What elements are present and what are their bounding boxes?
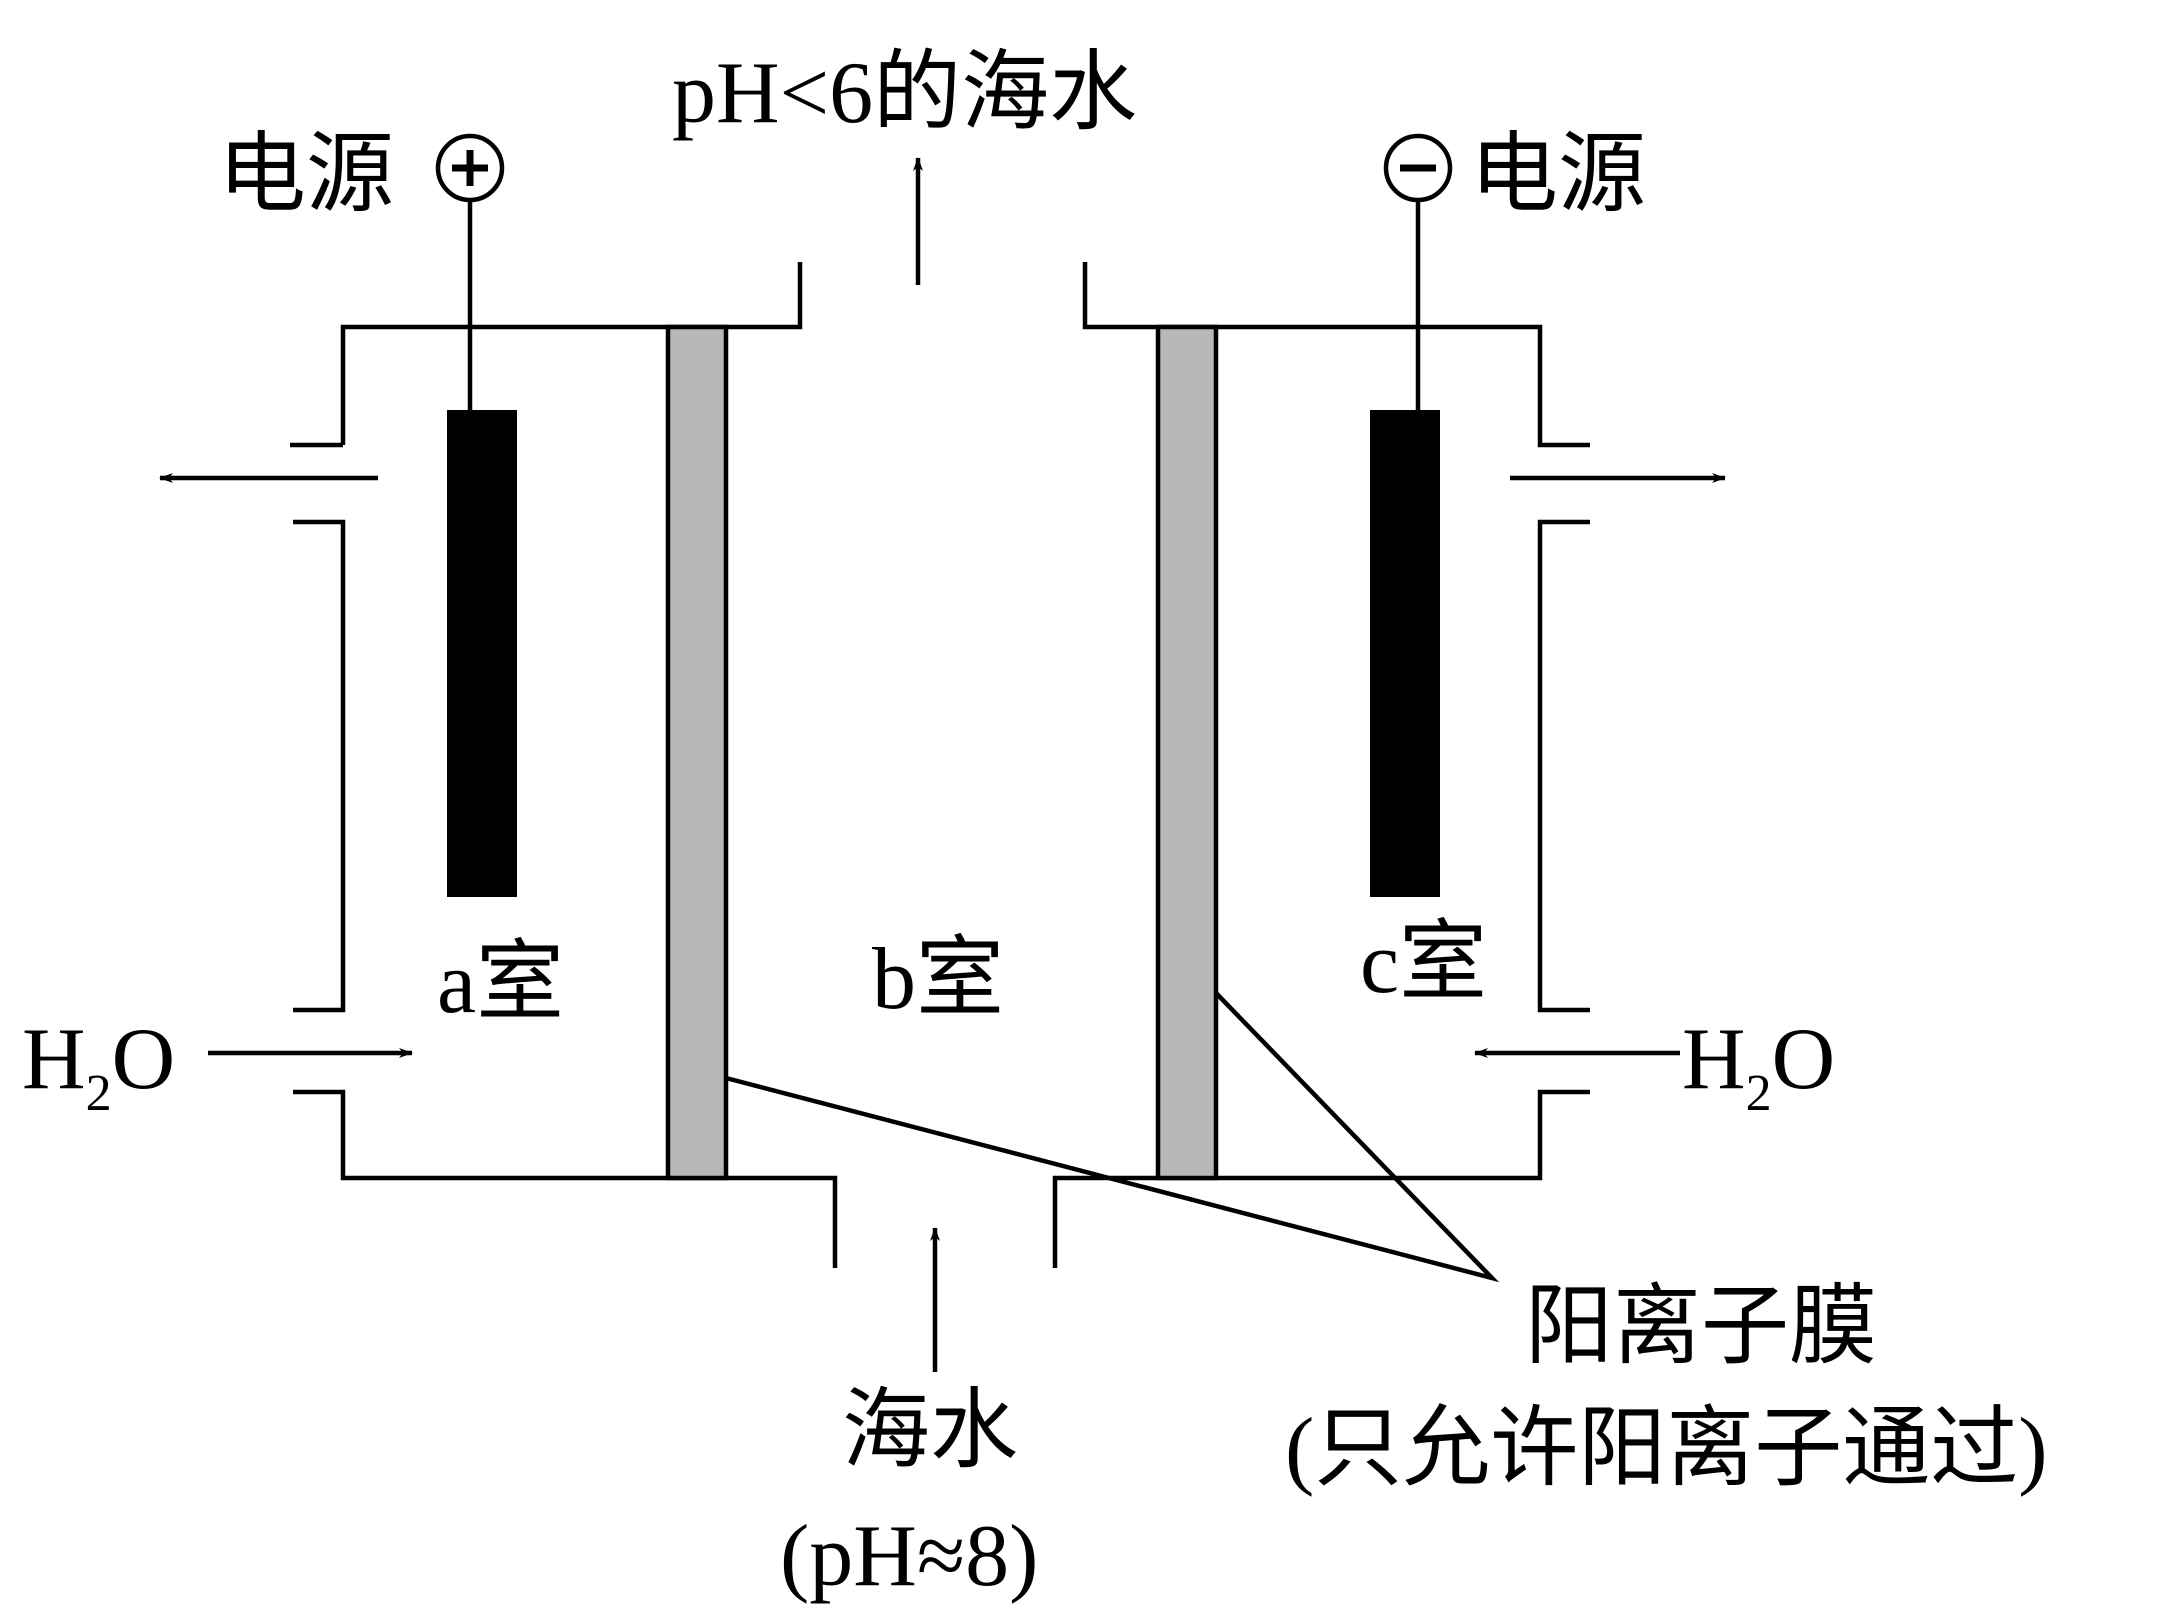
cell-outline (290, 262, 1590, 1268)
seawater-ph-label: (pH≈8) (780, 1508, 1038, 1605)
membrane-note-label: (只允许阳离子通过) (1285, 1401, 2048, 1498)
chamber-a-label: a室 (437, 935, 564, 1032)
membrane-right (1155, 324, 1219, 1181)
positive-terminal-icon (435, 133, 505, 203)
membrane-leader-lines (725, 991, 1500, 1283)
membrane-left (665, 324, 729, 1181)
negative-terminal-icon (1383, 133, 1453, 203)
water-in-left-label: H2O (22, 1011, 175, 1122)
cathode-electrode (1370, 410, 1440, 897)
chamber-c-label: c室 (1360, 915, 1487, 1012)
power-left-label: 电源 (218, 127, 394, 224)
outlet-top-label: pH<6的海水 (672, 45, 1137, 142)
anode-electrode (447, 410, 517, 897)
membrane-name-label: 阳离子膜 (1525, 1279, 1877, 1376)
water-in-right-label: H2O (1682, 1011, 1835, 1122)
chamber-b-label: b室 (872, 931, 1004, 1028)
seawater-in-label: 海水 (842, 1383, 1018, 1480)
power-right-label: 电源 (1470, 127, 1646, 224)
